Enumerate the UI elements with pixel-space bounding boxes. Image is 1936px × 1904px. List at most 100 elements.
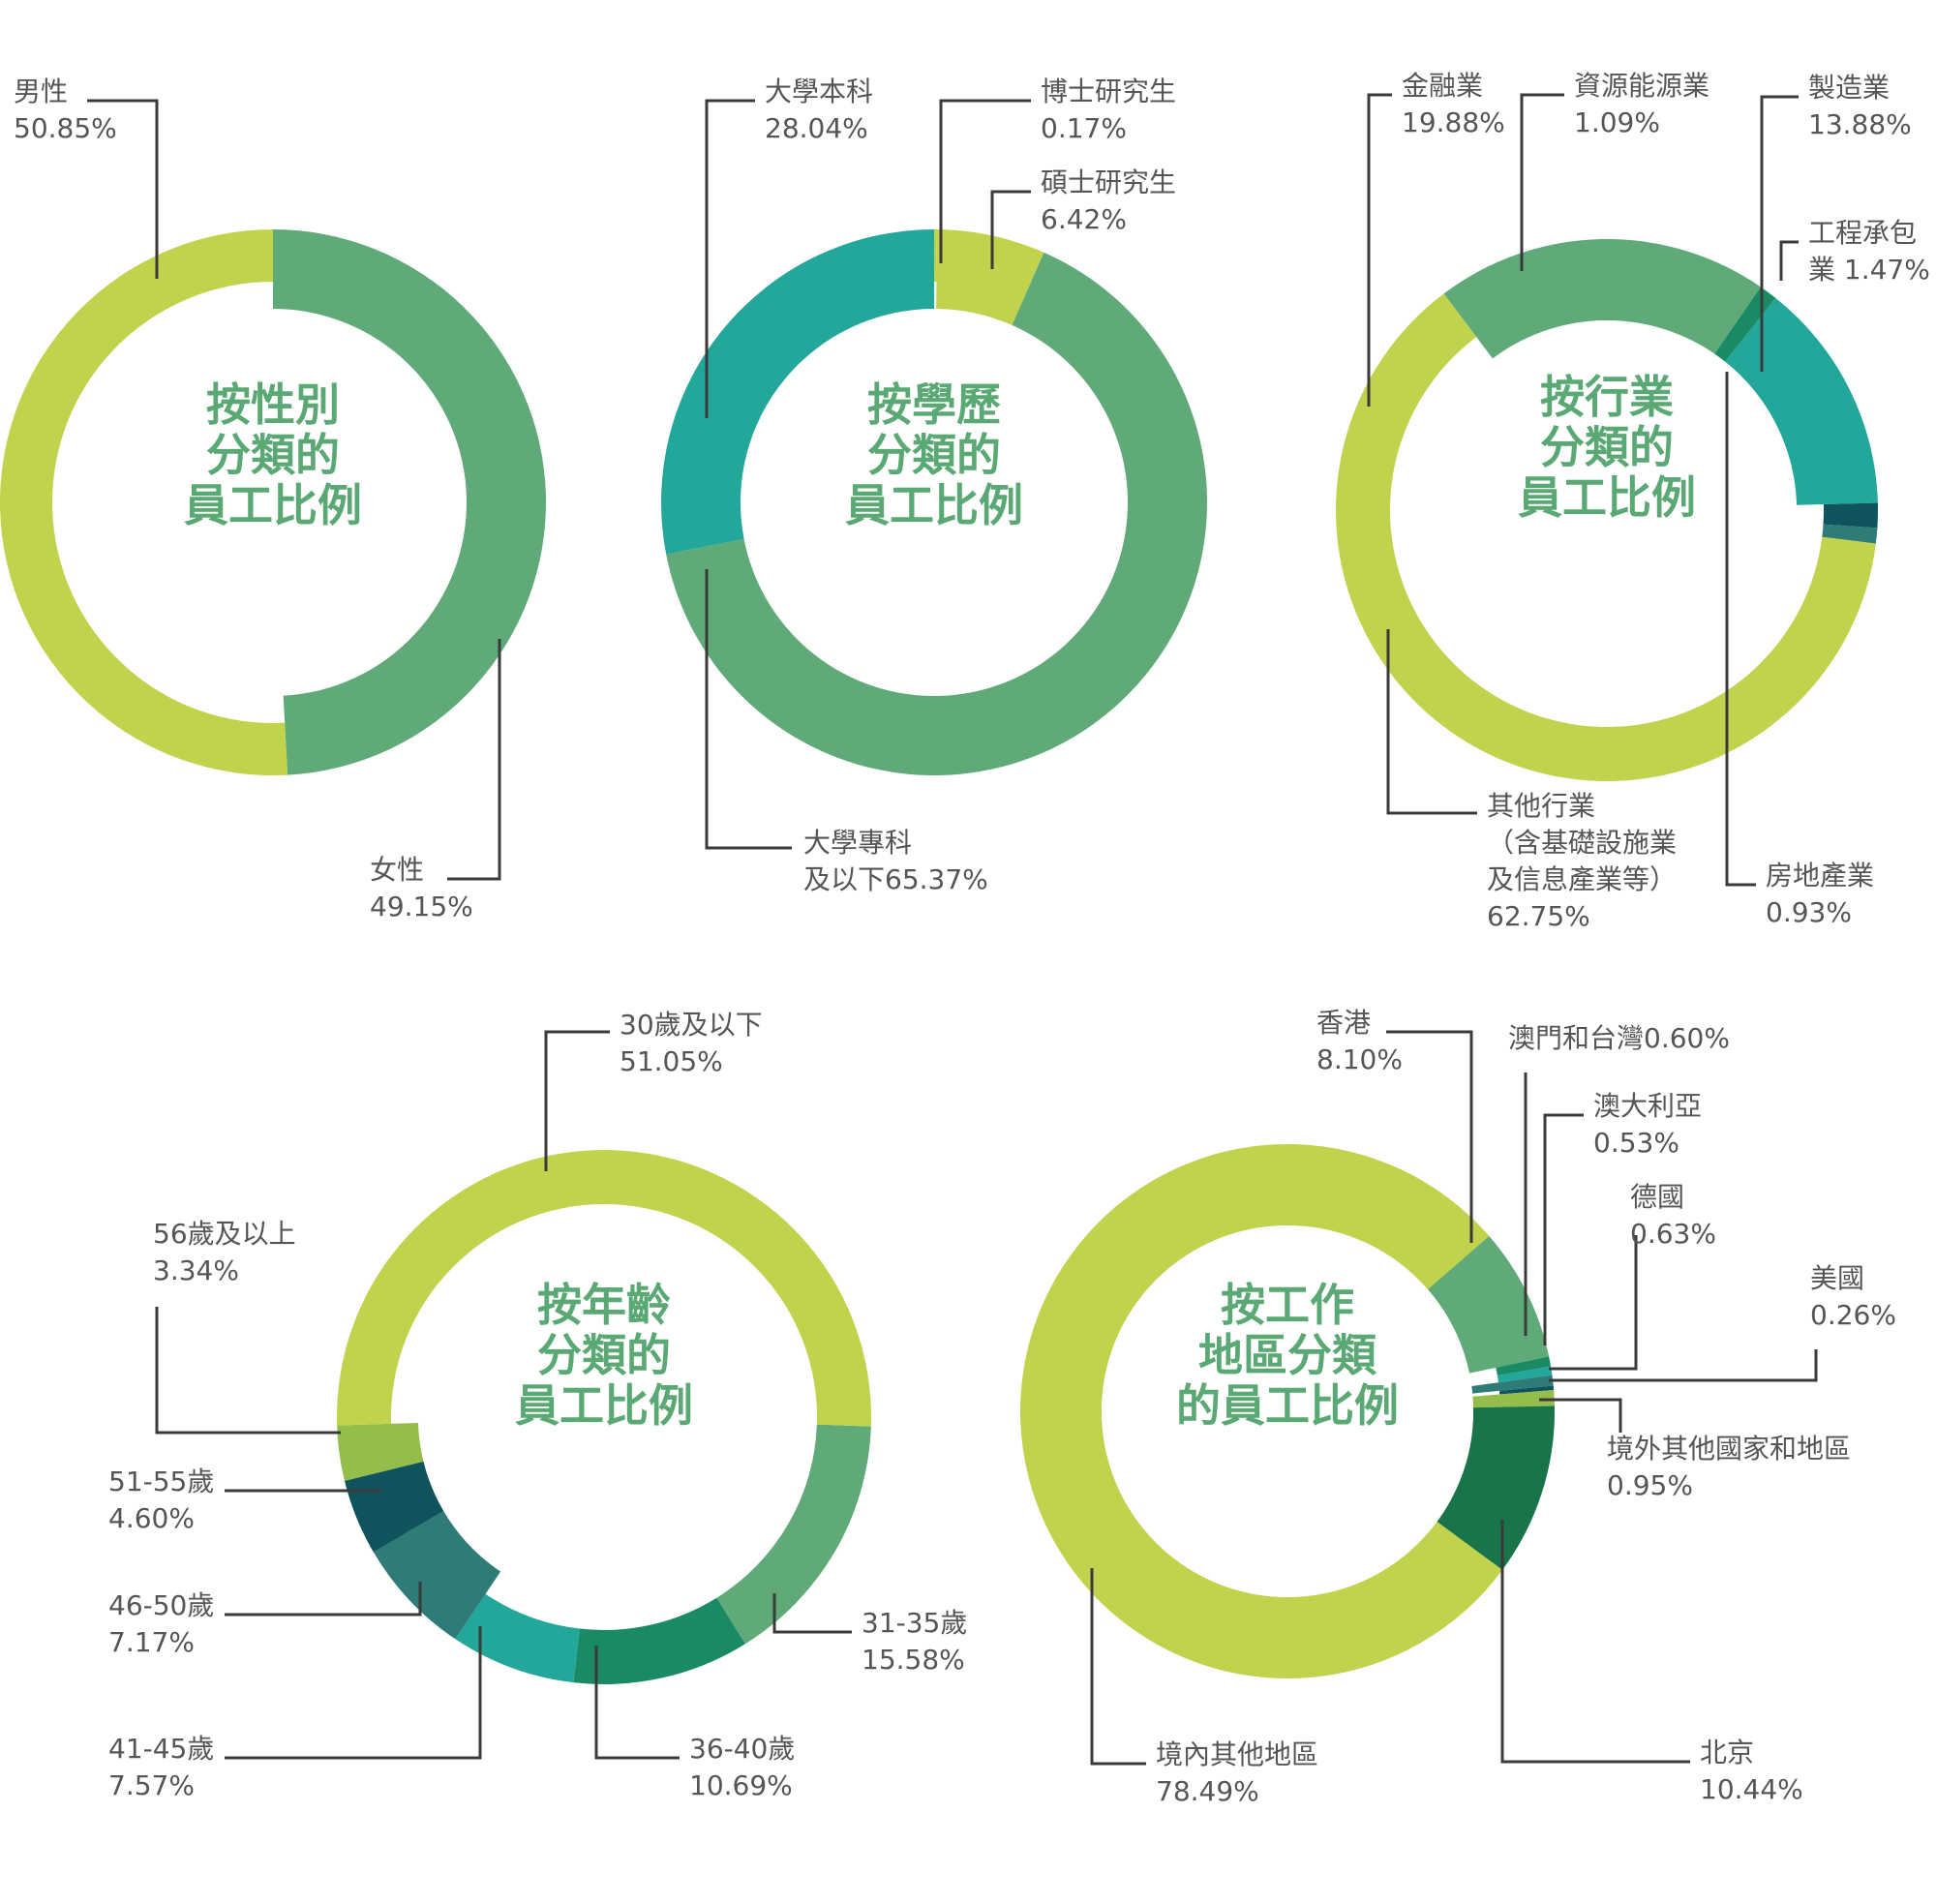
slice-5-8 xyxy=(1020,1143,1503,1678)
slice-label: 大學本科 xyxy=(765,76,873,107)
chart-title-line: 按工作 xyxy=(1221,1279,1354,1331)
slice-label: 31-35歲 xyxy=(862,1607,967,1639)
leader-line xyxy=(1090,1568,1146,1766)
slice-label: 1.09% xyxy=(1574,106,1660,138)
slice-2-2 xyxy=(936,229,1044,325)
slice-4-5 xyxy=(344,1461,444,1553)
donut-hole xyxy=(1448,351,1766,669)
chart-title-line: 地區分類 xyxy=(1198,1329,1377,1381)
slice-5-1 xyxy=(1427,1235,1550,1374)
slice-label: 51-55歲 xyxy=(108,1466,214,1497)
leader-line xyxy=(990,190,1031,269)
chart-title-line: 員工比例 xyxy=(184,479,362,531)
slice-label: 境外其他國家和地區 xyxy=(1607,1433,1851,1465)
leader-line xyxy=(225,1489,381,1493)
chart-title-line: 員工比例 xyxy=(845,479,1023,531)
slice-label: 4.60% xyxy=(108,1502,195,1534)
ring-divider xyxy=(1102,1225,1473,1597)
slice-label: 19.88% xyxy=(1402,106,1505,138)
slice-label: 北京 xyxy=(1700,1737,1754,1768)
slice-label: 50.85% xyxy=(14,112,117,144)
ring-divider xyxy=(742,311,1126,694)
slice-5-7 xyxy=(1437,1405,1556,1570)
donut-hole xyxy=(1129,1253,1446,1570)
leader-line xyxy=(705,99,755,418)
chart-title-line: 分類的 xyxy=(537,1329,671,1381)
slice-3-5 xyxy=(1443,238,1761,359)
slice-label: 德國 xyxy=(1630,1181,1684,1213)
slice-3-2 xyxy=(1823,502,1878,529)
slice-label: 10.69% xyxy=(689,1769,793,1801)
slice-2-3 xyxy=(666,252,1207,775)
slice-label: 3.34% xyxy=(153,1254,239,1286)
leader-line xyxy=(1386,629,1477,815)
slice-label: 6.42% xyxy=(1041,203,1127,235)
slice-label: 其他行業 xyxy=(1487,790,1595,822)
slice-label: 資源能源業 xyxy=(1574,70,1709,102)
chart-title-line: 按年齡 xyxy=(537,1279,671,1331)
slice-label: 49.15% xyxy=(370,891,473,922)
slice-label: 0.53% xyxy=(1593,1127,1679,1159)
slice-5-3 xyxy=(1497,1366,1553,1383)
leader-line xyxy=(1539,1398,1622,1433)
slice-label: 46-50歲 xyxy=(108,1589,214,1621)
chart-title-line: 按學歷 xyxy=(867,378,1001,431)
chart-title-line: 按性別 xyxy=(206,378,340,431)
slice-label: 金融業 xyxy=(1402,70,1483,102)
slice-label: 澳門和台灣0.60% xyxy=(1508,1022,1730,1054)
chart-title-line: 按行業 xyxy=(1540,371,1674,423)
slice-2-1 xyxy=(934,229,938,283)
leader-line xyxy=(447,639,501,881)
slice-label: 博士研究生 xyxy=(1041,76,1176,107)
slice-label: 美國 xyxy=(1810,1262,1864,1294)
slice-label: 51.05% xyxy=(620,1045,723,1077)
slice-4-6 xyxy=(337,1422,424,1481)
slice-label: 業 1.47% xyxy=(1808,254,1930,286)
ring-divider xyxy=(1417,320,1797,700)
leader-line xyxy=(1500,1520,1690,1764)
leader-line xyxy=(1367,93,1392,407)
slice-label: 7.57% xyxy=(108,1769,195,1801)
leader-line xyxy=(705,569,792,850)
leader-line xyxy=(544,1030,610,1171)
leader-line xyxy=(1760,95,1799,372)
slice-label: 工程承包 xyxy=(1808,217,1917,249)
slice-4-2 xyxy=(573,1597,745,1684)
slice-5-2 xyxy=(1496,1356,1552,1376)
slice-label: 10.44% xyxy=(1700,1773,1803,1805)
slice-label: 0.63% xyxy=(1630,1218,1716,1250)
slice-4-1 xyxy=(716,1424,871,1645)
slice-label: 0.95% xyxy=(1607,1469,1693,1501)
slice-label: 41-45歲 xyxy=(108,1733,214,1765)
slice-label: 28.04% xyxy=(765,112,868,144)
slice-5-6 xyxy=(1472,1390,1555,1408)
leader-line xyxy=(939,99,1031,263)
slice-4-3 xyxy=(455,1593,580,1683)
slice-label: 及以下65.37% xyxy=(803,863,988,895)
slice-label: 62.75% xyxy=(1487,900,1590,932)
slice-4-7 xyxy=(337,1150,872,1427)
slice-2-4 xyxy=(661,229,934,555)
slice-label: 78.49% xyxy=(1156,1775,1259,1807)
chart-title-line: 分類的 xyxy=(206,429,340,481)
slice-label: 0.26% xyxy=(1810,1299,1896,1331)
leader-line xyxy=(87,99,159,279)
donut-hole xyxy=(775,344,1093,661)
ring-divider xyxy=(418,1231,790,1603)
slice-label: （含基礎設施業 xyxy=(1487,827,1677,859)
slice-label: 36-40歲 xyxy=(689,1733,795,1765)
donut-hole xyxy=(445,1258,763,1576)
slice-label: 56歲及以上 xyxy=(153,1218,296,1250)
slice-label: 及信息產業等） xyxy=(1487,863,1677,895)
slice-label: 男性 xyxy=(14,76,68,107)
slice-label: 香港 xyxy=(1316,1007,1371,1039)
leader-line xyxy=(1386,1030,1473,1243)
leader-line xyxy=(225,1626,482,1760)
leader-line xyxy=(772,1593,852,1634)
slice-label: 境內其他地區 xyxy=(1156,1738,1318,1770)
slice-label: 0.93% xyxy=(1766,896,1852,928)
slice-label: 女性 xyxy=(370,854,424,886)
